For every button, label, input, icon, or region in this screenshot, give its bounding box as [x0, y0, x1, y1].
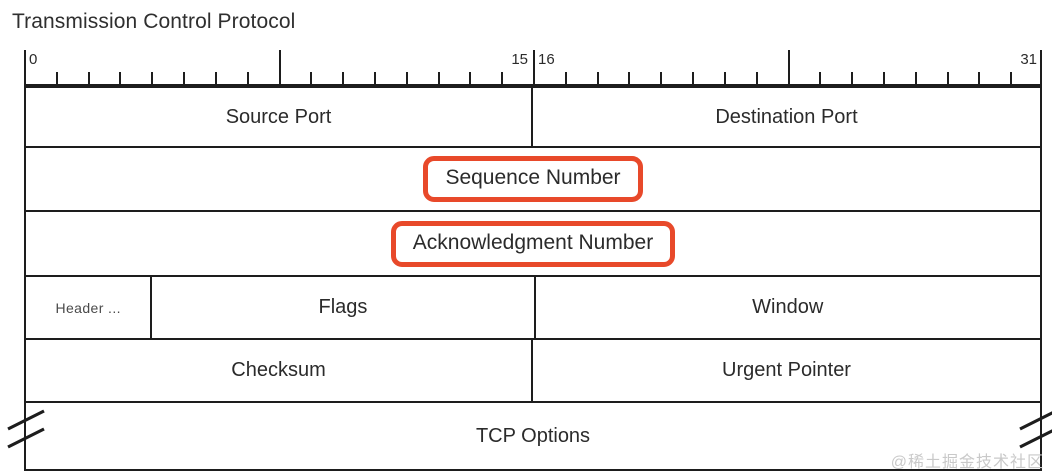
field-urgent-pointer-label: Urgent Pointer: [722, 359, 851, 381]
field-tcp-options: TCP Options: [26, 403, 1040, 469]
field-urgent-pointer: Urgent Pointer: [533, 340, 1040, 401]
row-sequence-number: Sequence Number: [24, 148, 1042, 212]
ruler-label-0: 0: [29, 51, 38, 68]
field-destination-port: Destination Port: [533, 88, 1040, 146]
ruler-tick-9: [310, 72, 313, 86]
field-header-length-label: Header ...: [55, 299, 121, 316]
ruler-tick-16: [533, 50, 535, 86]
sequence-number-highlight: Sequence Number: [423, 156, 643, 202]
ruler-tick-12: [405, 72, 408, 86]
ruler-tick-21: [692, 72, 695, 86]
ruler-tick-30: [978, 72, 981, 86]
ruler-tick-7: [246, 72, 249, 86]
ruler-tick-10: [342, 72, 345, 86]
field-destination-port-label: Destination Port: [715, 105, 858, 128]
ruler-tick-15: [501, 72, 504, 86]
ruler-tick-3: [119, 72, 122, 86]
ruler-tick-25: [819, 72, 822, 86]
ruler-tick-23: [755, 72, 758, 86]
ruler-tick-13: [437, 72, 440, 86]
page-title: Transmission Control Protocol: [12, 10, 296, 33]
ruler-tick-28: [914, 72, 917, 86]
field-checksum: Checksum: [26, 340, 533, 401]
ruler-tick-4: [151, 72, 154, 86]
field-acknowledgment-number: Acknowledgment Number: [26, 212, 1040, 275]
tcp-header-diagram: 0 15 16 31 Source Port Destination Port Seq…: [7, 50, 1052, 471]
field-source-port-label: Source Port: [225, 105, 332, 128]
ruler-tick-17: [564, 72, 567, 86]
ruler-tick-5: [183, 72, 186, 86]
row-tcp-options: TCP Options: [7, 403, 1052, 471]
ruler-tick-18: [596, 72, 599, 86]
ruler-tick-11: [373, 72, 376, 86]
field-flags-label: Flags: [318, 296, 368, 318]
ruler-tick-0: [24, 50, 26, 86]
bit-ruler: 0 15 16 31: [24, 50, 1042, 86]
ruler-tick-20: [660, 72, 663, 86]
acknowledgment-number-highlight: Acknowledgment Number: [390, 220, 676, 267]
ruler-tick-1: [55, 72, 58, 86]
field-window-label: Window: [752, 296, 824, 318]
watermark: @稀土掘金技术社区: [890, 454, 1044, 471]
ruler-tick-2: [87, 72, 90, 86]
ruler-tick-22: [723, 72, 726, 86]
ruler-tick-19: [628, 72, 631, 86]
row-checksum-urgent: Checksum Urgent Pointer: [24, 340, 1042, 403]
ruler-label-16: 16: [538, 51, 555, 68]
field-window: Window: [536, 277, 1041, 338]
ruler-tick-29: [946, 72, 949, 86]
row-header-flags-window: Header ... Flags Window: [24, 277, 1042, 340]
ruler-tick-31: [1010, 72, 1013, 86]
field-sequence-number: Sequence Number: [26, 148, 1040, 210]
ruler-tick-26: [851, 72, 854, 86]
field-checksum-label: Checksum: [231, 359, 326, 381]
ruler-tick-32: [1040, 50, 1042, 86]
ruler-tick-6: [214, 72, 217, 86]
ruler-tick-27: [882, 72, 885, 86]
ruler-tick-14: [469, 72, 472, 86]
ruler-label-31: 31: [1020, 51, 1037, 68]
field-header-length: Header ...: [26, 277, 153, 338]
field-source-port: Source Port: [26, 88, 533, 146]
ruler-tick-24: [787, 50, 790, 86]
row-acknowledgment-number: Acknowledgment Number: [24, 212, 1042, 277]
field-tcp-options-label: TCP Options: [475, 424, 591, 447]
field-flags: Flags: [152, 277, 536, 338]
ruler-tick-8: [278, 50, 281, 86]
row-ports: Source Port Destination Port: [24, 86, 1042, 148]
ruler-label-15: 15: [511, 51, 528, 68]
